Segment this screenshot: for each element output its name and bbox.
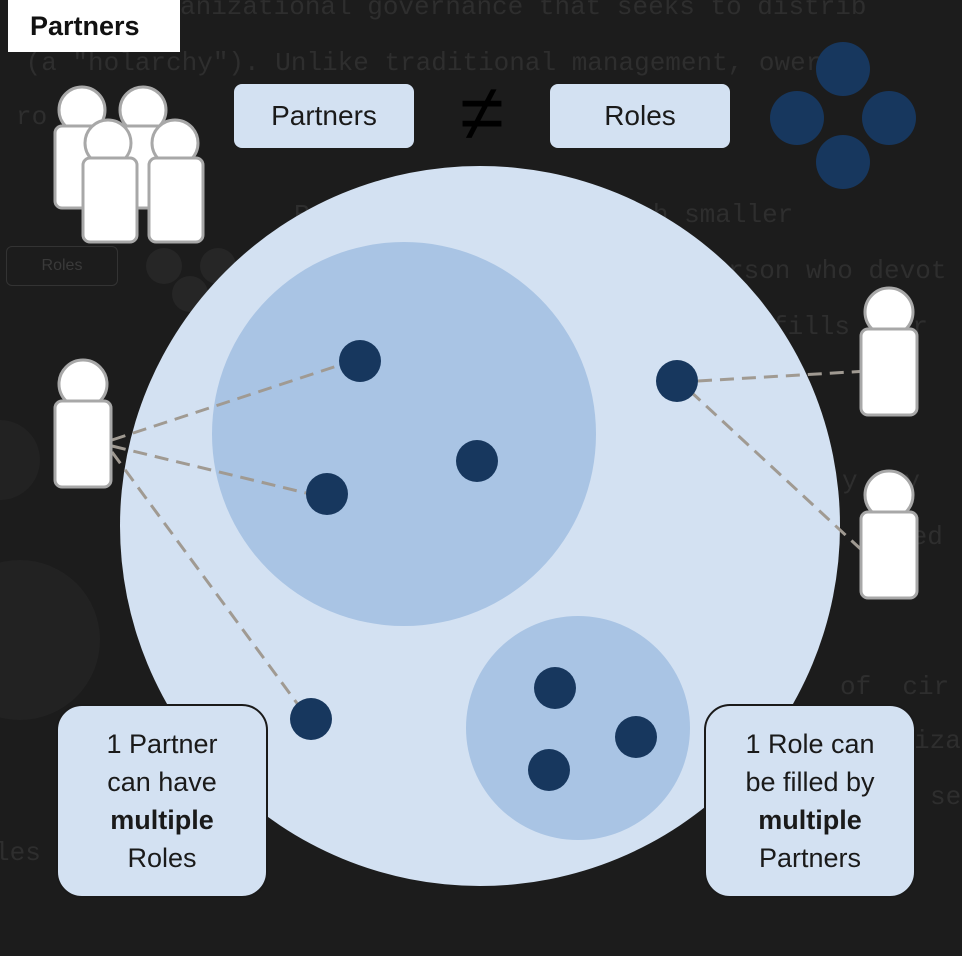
role-dot: [339, 340, 381, 382]
sub-circle-large: [212, 242, 596, 626]
callout-text: can have: [107, 767, 217, 797]
role-dot: [534, 667, 576, 709]
role-dot: [656, 360, 698, 402]
partners-legend-icon: [53, 85, 205, 244]
partner-person-right-bottom: [859, 469, 919, 600]
partner-person-right-top: [859, 286, 919, 417]
callout-text: 1 Partner: [106, 729, 218, 759]
partner-person-left: [53, 358, 113, 489]
partners-label: Partners: [234, 84, 414, 148]
callout-text: Partners: [758, 843, 862, 873]
role-dot: [615, 716, 657, 758]
role-dot: [528, 749, 570, 791]
role-dot: [456, 440, 498, 482]
callout-bold-text: multiple: [110, 805, 214, 835]
role-dot: [290, 698, 332, 740]
partner-roles-callout: 1 Partner can have multiple Roles: [56, 704, 268, 898]
role-dot: [306, 473, 348, 515]
callout-text: be filled by: [745, 767, 875, 797]
role-dots: [290, 340, 698, 791]
background-roles-chip: Roles: [6, 246, 118, 286]
callout-text: Roles: [127, 843, 197, 873]
background-circle-small: [0, 420, 40, 500]
roles-legend-icon: [770, 42, 916, 189]
roles-label: Roles: [550, 84, 730, 148]
sub-circle-small: [466, 616, 690, 840]
connectors: [110, 363, 869, 707]
role-partners-callout: 1 Role can be filled by multiple Partner…: [704, 704, 916, 898]
partners-tab[interactable]: Partners: [8, 0, 180, 52]
background-circle: [0, 560, 100, 720]
callout-bold-text: multiple: [758, 805, 862, 835]
callout-text: 1 Role can: [745, 729, 875, 759]
not-equal-icon: ≠: [460, 68, 504, 157]
